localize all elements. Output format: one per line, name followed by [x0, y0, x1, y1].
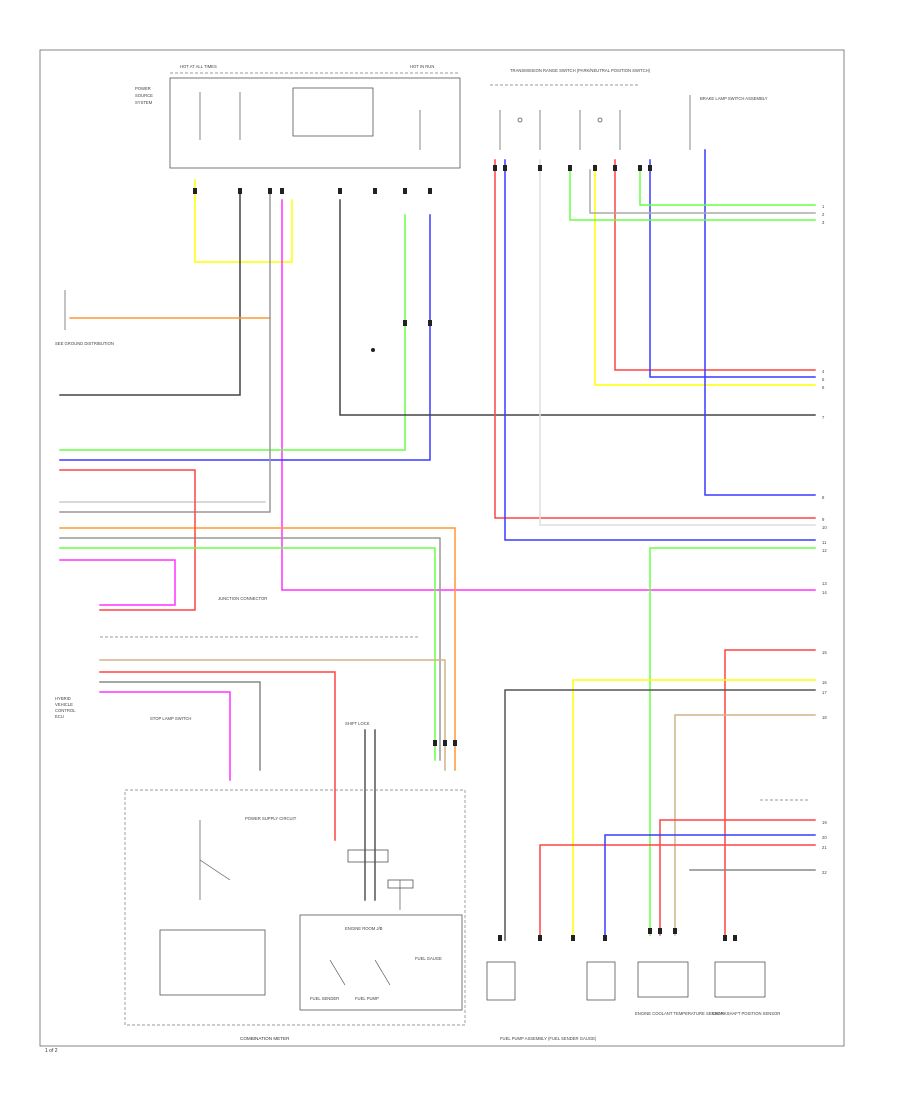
svg-text:3: 3 — [822, 220, 825, 225]
fuel-sender-label: FUEL SENDER — [310, 996, 339, 1001]
svg-text:11: 11 — [822, 540, 827, 545]
svg-text:18: 18 — [822, 715, 827, 720]
svg-text:15: 15 — [822, 650, 827, 655]
combination-meter-label: COMBINATION METER — [240, 1036, 290, 1041]
hot-at-all-times-label: HOT AT ALL TIMES — [180, 64, 217, 69]
see-ground-label: SEE GROUND DISTRIBUTION — [55, 341, 114, 346]
diagram-border — [39, 49, 845, 1047]
shift-lock-label: SHIFT LOCK — [345, 721, 370, 726]
stop-lamp-switch-label: STOP LAMP SWITCH — [150, 716, 191, 721]
fuel-pump-assy-label: FUEL PUMP ASSEMBLY (FUEL SENDER GAUGE) — [500, 1036, 597, 1041]
svg-text:10: 10 — [822, 525, 827, 530]
svg-text:1: 1 — [822, 204, 825, 209]
svg-text:8: 8 — [822, 495, 825, 500]
svg-text:14: 14 — [822, 590, 827, 595]
svg-text:SYSTEM: SYSTEM — [135, 100, 153, 105]
combination-meter: COMBINATION METER STOP LAMP SWITCH SHIFT… — [124, 716, 466, 1041]
svg-text:ECU: ECU — [55, 714, 64, 719]
svg-text:17: 17 — [822, 690, 827, 695]
svg-text:CONTROL: CONTROL — [55, 708, 76, 713]
transmission-range-switch: TRANSMISSION RANGE SWITCH (PARK/NEUTRAL … — [490, 68, 768, 150]
svg-text:SOURCE: SOURCE — [135, 93, 153, 98]
engine-room-jb-label: ENGINE ROOM J/B — [345, 926, 383, 931]
brake-switch-label: BRAKE LAMP SWITCH ASSEMBLY — [700, 96, 768, 101]
page-number: 1 of 2 — [45, 1048, 58, 1054]
crank-sensor-label: CRANKSHAFT POSITION SENSOR — [712, 1011, 780, 1016]
power-supply-circuit-label: POWER SUPPLY CIRCUIT — [245, 816, 297, 821]
engine-room-relay-box: HOT AT ALL TIMES HOT IN RUN POWER SOURCE… — [135, 64, 461, 169]
water-temp-label: ENGINE COOLANT TEMPERATURE SENSOR — [635, 1011, 724, 1016]
fuel-pump-label: FUEL PUMP — [355, 996, 379, 1001]
right-terminals: 1 2 3 4 5 6 7 8 9 10 11 12 13 14 15 16 1… — [822, 204, 827, 875]
svg-text:9: 9 — [822, 517, 825, 522]
connectors — [193, 165, 737, 941]
bottom-sensors: FUEL PUMP ASSEMBLY (FUEL SENDER GAUGE) E… — [486, 799, 810, 1041]
fuel-gauge-label: FUEL GAUGE — [415, 956, 442, 961]
wiring — [59, 149, 816, 941]
junction-connector-label: JUNCTION CONNECTOR — [218, 596, 267, 601]
svg-text:16: 16 — [822, 680, 827, 685]
svg-text:13: 13 — [822, 581, 827, 586]
transmission-switch-label: TRANSMISSION RANGE SWITCH (PARK/NEUTRAL … — [510, 68, 651, 73]
svg-text:6: 6 — [822, 385, 825, 390]
svg-text:7: 7 — [822, 415, 825, 420]
svg-text:19: 19 — [822, 820, 827, 825]
left-ground-component: SEE GROUND DISTRIBUTION HYBRID VEHICLE C… — [55, 290, 114, 719]
svg-text:22: 22 — [822, 870, 827, 875]
svg-text:20: 20 — [822, 835, 827, 840]
svg-text:VEHICLE: VEHICLE — [55, 702, 73, 707]
svg-text:21: 21 — [822, 845, 827, 850]
svg-text:HYBRID: HYBRID — [55, 696, 71, 701]
svg-text:12: 12 — [822, 548, 827, 553]
svg-text:POWER: POWER — [135, 86, 151, 91]
svg-text:2: 2 — [822, 212, 825, 217]
svg-text:5: 5 — [822, 377, 825, 382]
svg-text:4: 4 — [822, 369, 825, 374]
hot-in-run-label: HOT IN RUN — [410, 64, 434, 69]
